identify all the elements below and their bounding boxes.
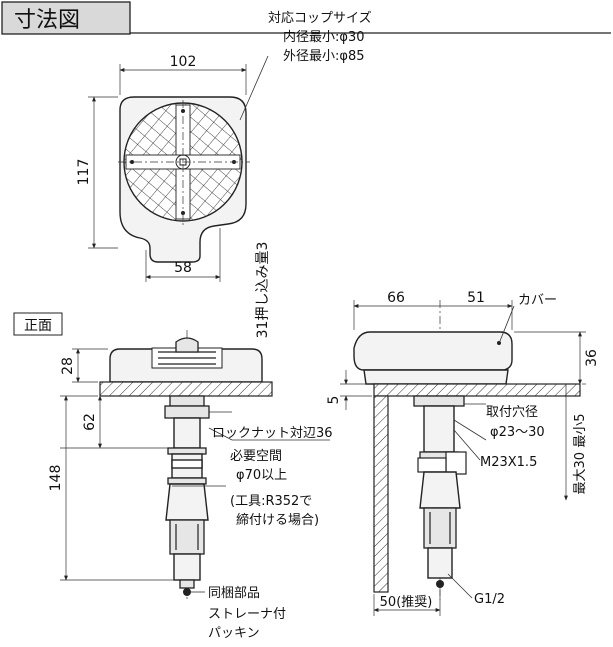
- dim-28: 28: [60, 357, 76, 375]
- cover-label: カバー: [518, 293, 557, 308]
- hole-label-1: 取付穴径: [486, 405, 538, 420]
- side-view: 66 51 カバー 36 5 取付穴径 φ23〜30 M23X1.5 最大30 …: [326, 290, 600, 616]
- front-view-label: 正面: [24, 318, 52, 334]
- title-box: 寸法図: [1, 1, 611, 35]
- dim-36: 36: [584, 349, 600, 367]
- cup-size-note-3: 外径最小:φ85: [283, 49, 365, 64]
- thickness-label: 最大30 最小5: [573, 414, 588, 495]
- dim-62: 62: [82, 413, 98, 431]
- top-view: 102 117 58 対応コップサイズ 内径最小:φ30 外径最小:φ85: [76, 10, 372, 282]
- thread-label: M23X1.5: [480, 455, 537, 470]
- cup-size-note-1: 対応コップサイズ: [268, 10, 372, 26]
- parts-label-2: ストレーナ付: [208, 607, 286, 622]
- dim-5: 5: [326, 396, 342, 405]
- dim-51: 51: [467, 290, 485, 306]
- locknut-label: ロックナット対辺36: [212, 426, 333, 441]
- page-title: 寸法図: [14, 8, 80, 33]
- space-label-2: φ70以上: [236, 468, 287, 483]
- parts-label-1: 同梱部品: [208, 586, 260, 601]
- dim-148: 148: [48, 465, 64, 492]
- pipe-thread-label: G1/2: [474, 592, 505, 607]
- hole-label-2: φ23〜30: [490, 425, 545, 440]
- tool-label-1: (工具:R352で: [230, 494, 312, 509]
- dim-66: 66: [387, 290, 405, 306]
- cup-size-note-2: 内径最小:φ30: [283, 29, 365, 45]
- press-depth-label: 31押し込み量3: [255, 242, 271, 339]
- front-view: 正面 28 62 148: [13, 312, 333, 641]
- tool-label-2: 締付ける場合): [236, 512, 319, 528]
- space-label-1: 必要空間: [230, 449, 282, 464]
- dim-50: 50(推奨): [380, 595, 433, 610]
- dim-117: 117: [76, 159, 92, 186]
- parts-label-3: パッキン: [208, 626, 260, 641]
- dim-102: 102: [170, 54, 197, 70]
- dim-58: 58: [174, 260, 192, 276]
